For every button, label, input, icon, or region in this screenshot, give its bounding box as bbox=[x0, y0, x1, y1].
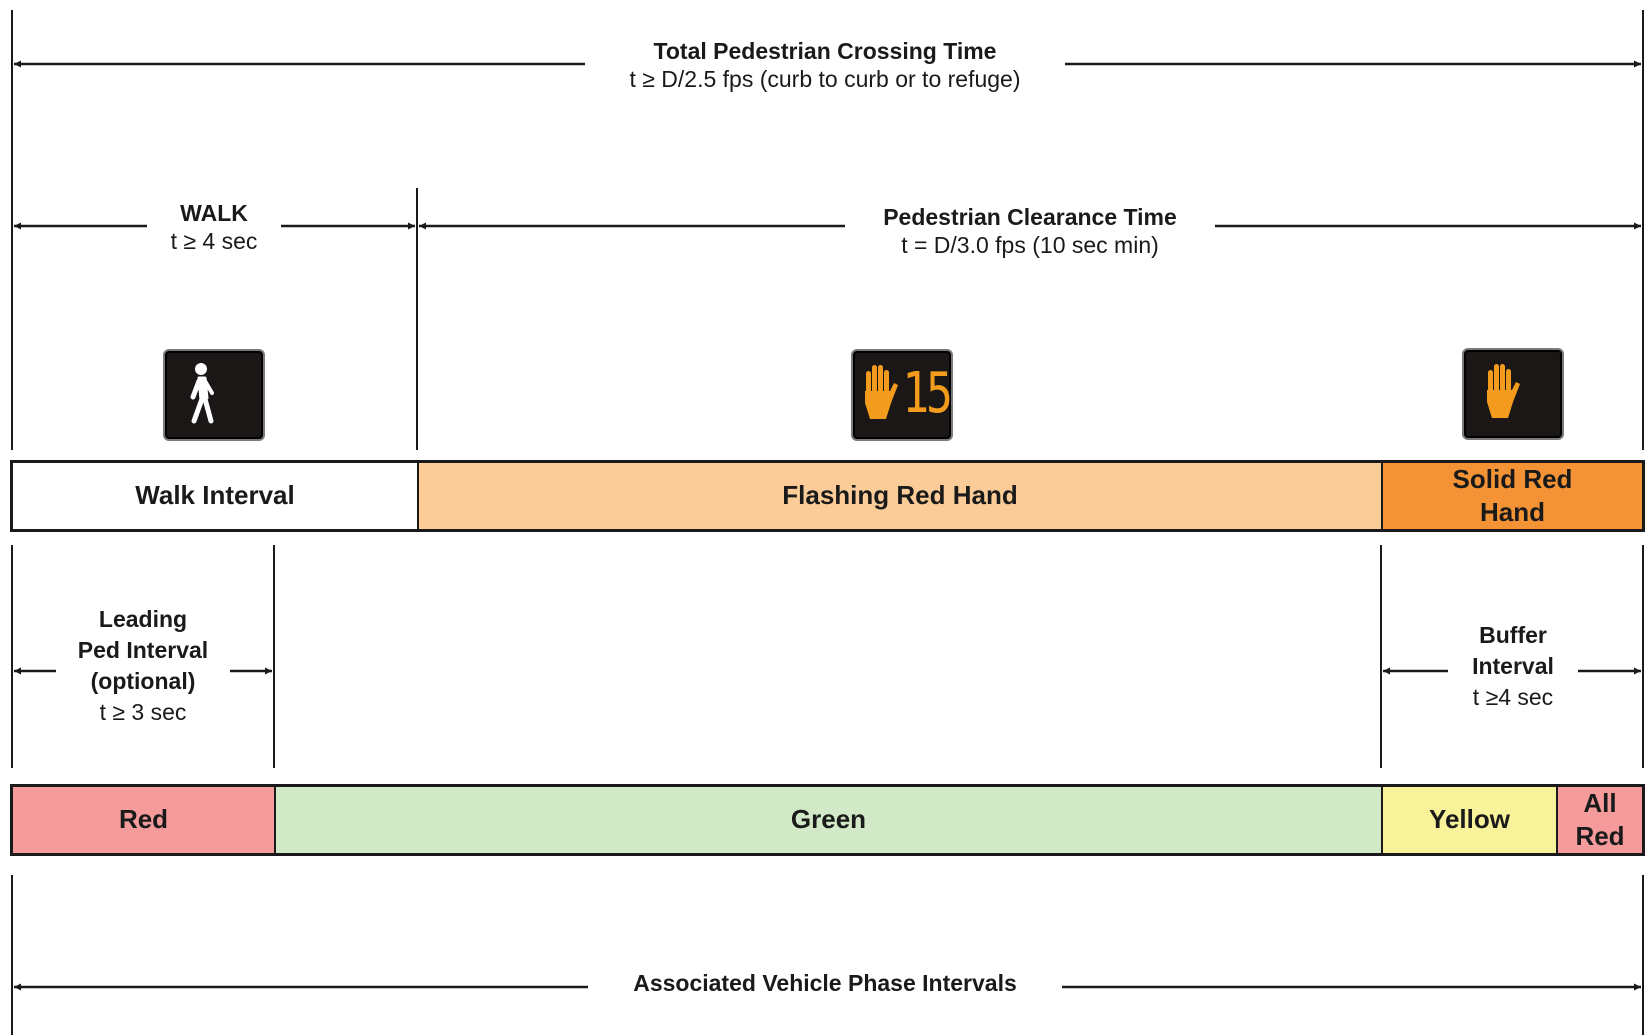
walk-signal bbox=[163, 349, 265, 441]
leading-ped-line2: Ped Interval bbox=[77, 637, 209, 663]
flashing-red-hand-label: Flashing Red Hand bbox=[782, 480, 1018, 511]
countdown-display: 15 bbox=[902, 361, 953, 426]
all-red-label-line2: Red bbox=[1575, 821, 1625, 851]
walking-person-icon bbox=[190, 363, 214, 424]
buffer-line1: Buffer bbox=[1479, 622, 1547, 648]
buffer-interval-label: Buffer Interval t ≥4 sec bbox=[1448, 620, 1578, 713]
raised-hand-icon bbox=[1487, 364, 1520, 418]
solid-red-hand-segment: Solid Red Hand bbox=[1381, 463, 1642, 529]
solid-hand-signal bbox=[1462, 348, 1564, 440]
flashing-hand-countdown-signal: 15 bbox=[851, 349, 953, 441]
total-crossing-formula: t ≥ D/2.5 fps (curb to curb or to refuge… bbox=[629, 65, 1021, 92]
green-label: Green bbox=[790, 804, 867, 835]
buffer-formula: t ≥4 sec bbox=[1472, 684, 1554, 710]
vehicle-phase-label: Associated Vehicle Phase Intervals bbox=[588, 970, 1062, 998]
solid-red-hand-label-line1: Solid Red bbox=[1452, 463, 1573, 494]
buffer-line2: Interval bbox=[1472, 653, 1554, 679]
walk-formula: t ≥ 4 sec bbox=[170, 227, 258, 254]
vehicle-interval-bar bbox=[10, 784, 1645, 856]
green-segment: Green bbox=[274, 787, 1381, 853]
all-red-label-line1: All bbox=[1583, 787, 1617, 818]
red-label: Red bbox=[118, 804, 169, 835]
flashing-red-hand-segment: Flashing Red Hand bbox=[417, 463, 1381, 529]
walk-title: WALK bbox=[180, 200, 248, 226]
leading-ped-label: Leading Ped Interval (optional) t ≥ 3 se… bbox=[56, 604, 230, 728]
all-red-segment: All Red bbox=[1556, 787, 1642, 853]
solid-red-hand-label-line2: Hand bbox=[1480, 497, 1545, 527]
walk-label: WALK t ≥ 4 sec bbox=[147, 200, 281, 256]
clearance-formula: t = D/3.0 fps (10 sec min) bbox=[901, 231, 1159, 258]
yellow-label: Yellow bbox=[1429, 804, 1510, 835]
clearance-title: Pedestrian Clearance Time bbox=[883, 204, 1177, 230]
leading-ped-line1: Leading bbox=[98, 606, 188, 632]
yellow-segment: Yellow bbox=[1381, 787, 1556, 853]
leading-ped-line3: (optional) bbox=[90, 668, 196, 694]
raised-hand-icon bbox=[865, 365, 898, 419]
vehicle-phase-title: Associated Vehicle Phase Intervals bbox=[633, 970, 1017, 996]
walk-interval-label: Walk Interval bbox=[135, 480, 295, 511]
total-crossing-title: Total Pedestrian Crossing Time bbox=[653, 38, 997, 64]
leading-ped-formula: t ≥ 3 sec bbox=[99, 699, 187, 725]
pedestrian-interval-bar bbox=[10, 460, 1645, 532]
walk-interval-segment: Walk Interval bbox=[13, 463, 417, 529]
red-segment: Red bbox=[13, 787, 274, 853]
total-crossing-label: Total Pedestrian Crossing Time t ≥ D/2.5… bbox=[585, 38, 1065, 94]
clearance-label: Pedestrian Clearance Time t = D/3.0 fps … bbox=[845, 204, 1215, 260]
